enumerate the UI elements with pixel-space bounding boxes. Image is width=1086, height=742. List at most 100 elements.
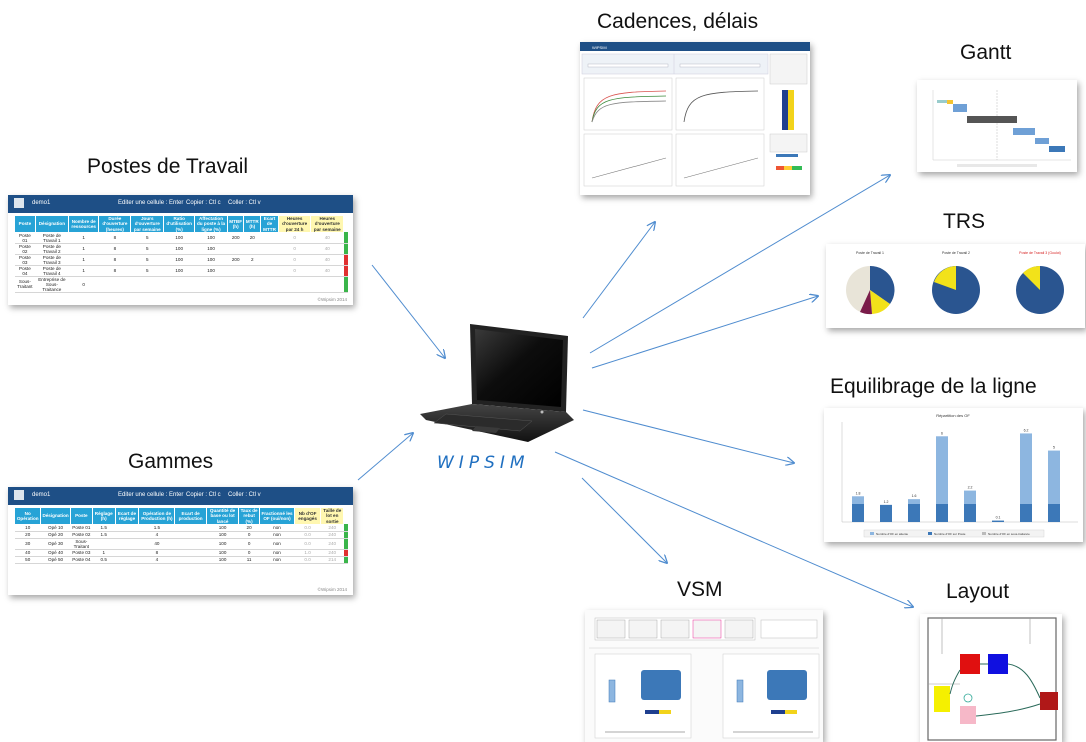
table-cell[interactable]: 0 <box>278 232 311 244</box>
table-cell[interactable]: 2 <box>243 254 261 266</box>
table-cell[interactable] <box>174 556 207 564</box>
table-cell[interactable]: 240 <box>320 531 344 539</box>
table-cell[interactable]: 8 <box>98 243 131 255</box>
table-cell[interactable]: 10 <box>14 524 41 532</box>
table-cell[interactable]: 0.0 <box>294 538 321 550</box>
table-cell[interactable]: 100 <box>206 524 239 532</box>
table-cell[interactable]: 8 <box>98 254 131 266</box>
table-cell[interactable] <box>227 243 244 255</box>
table-cell[interactable]: Poste 04 <box>70 556 93 564</box>
table-cell[interactable]: Poste 04 <box>14 265 36 277</box>
table-cell[interactable]: 11 <box>238 556 260 564</box>
table-cell[interactable]: 100 <box>206 538 239 550</box>
table-cell[interactable]: 8 <box>138 549 175 557</box>
table-cell[interactable]: 0.0 <box>294 556 321 564</box>
table-cell[interactable]: 0 <box>68 276 99 293</box>
table-cell[interactable]: Entreprise de Sous-Traitance <box>35 276 69 293</box>
table-cell[interactable]: 20 <box>243 232 261 244</box>
table-cell[interactable]: 40 <box>310 243 344 255</box>
table-cell[interactable]: 5 <box>130 254 164 266</box>
table-cell[interactable] <box>310 276 344 293</box>
table-cell[interactable]: non <box>259 531 295 539</box>
table-cell[interactable]: 1 <box>68 243 99 255</box>
table-cell[interactable] <box>130 276 164 293</box>
table-cell[interactable]: 20 <box>238 524 260 532</box>
table-cell[interactable]: 20 <box>14 531 41 539</box>
table-cell[interactable]: 240 <box>320 524 344 532</box>
table-cell[interactable] <box>115 549 139 557</box>
table-cell[interactable]: 0 <box>278 254 311 266</box>
table-cell[interactable]: 0 <box>238 549 260 557</box>
table-cell[interactable]: 40 <box>138 538 175 550</box>
table-cell[interactable]: 1 <box>68 254 99 266</box>
table-cell[interactable]: Poste de Travail 1 <box>35 232 69 244</box>
table-cell[interactable] <box>194 276 228 293</box>
table-cell[interactable] <box>174 531 207 539</box>
table-cell[interactable]: 1.5 <box>92 524 115 532</box>
table-cell[interactable] <box>243 243 261 255</box>
table-cell[interactable] <box>98 276 131 293</box>
table-cell[interactable]: 100 <box>163 265 195 277</box>
table-cell[interactable]: 100 <box>163 254 195 266</box>
table-cell[interactable]: non <box>259 524 295 532</box>
table-cell[interactable] <box>115 524 139 532</box>
table-cell[interactable]: 0 <box>238 531 260 539</box>
table-cell[interactable] <box>115 556 139 564</box>
table-cell[interactable]: 100 <box>194 243 228 255</box>
table-cell[interactable] <box>260 265 279 277</box>
table-cell[interactable]: 100 <box>194 265 228 277</box>
table-cell[interactable]: 4 <box>138 556 175 564</box>
table-cell[interactable]: Opé 40 <box>40 549 71 557</box>
table-cell[interactable]: 40 <box>14 549 41 557</box>
table-cell[interactable]: 100 <box>194 254 228 266</box>
table-cell[interactable]: 100 <box>163 243 195 255</box>
table-cell[interactable]: 100 <box>206 556 239 564</box>
table-cell[interactable] <box>243 276 261 293</box>
table-cell[interactable] <box>115 531 139 539</box>
table-cell[interactable]: 0.0 <box>294 531 321 539</box>
table-cell[interactable]: 0 <box>278 243 311 255</box>
table-cell[interactable]: Sous-Traitant <box>70 538 93 550</box>
table-cell[interactable]: 0.0 <box>294 524 321 532</box>
table-cell[interactable] <box>260 276 279 293</box>
table-cell[interactable]: non <box>259 549 295 557</box>
table-cell[interactable]: 200 <box>227 254 244 266</box>
table-cell[interactable] <box>163 276 195 293</box>
table-cell[interactable]: 0 <box>238 538 260 550</box>
table-cell[interactable] <box>260 243 279 255</box>
table-cell[interactable]: 40 <box>310 232 344 244</box>
table-cell[interactable]: 8 <box>98 232 131 244</box>
table-cell[interactable]: 100 <box>206 531 239 539</box>
table-cell[interactable]: Poste 02 <box>70 531 93 539</box>
table-cell[interactable]: non <box>259 556 295 564</box>
table-cell[interactable]: Poste 02 <box>14 243 36 255</box>
table-cell[interactable]: Poste de Travail 4 <box>35 265 69 277</box>
table-cell[interactable]: 240 <box>320 549 344 557</box>
table-cell[interactable]: Opé 30 <box>40 538 71 550</box>
table-cell[interactable]: 1.0 <box>294 549 321 557</box>
table-cell[interactable]: 100 <box>194 232 228 244</box>
table-cell[interactable]: non <box>259 538 295 550</box>
table-cell[interactable]: Poste de Travail 2 <box>35 243 69 255</box>
table-cell[interactable]: 0.5 <box>92 556 115 564</box>
table-cell[interactable] <box>174 524 207 532</box>
table-cell[interactable]: 1.5 <box>138 524 175 532</box>
table-cell[interactable]: 40 <box>310 265 344 277</box>
table-cell[interactable]: Poste 01 <box>70 524 93 532</box>
table-cell[interactable] <box>260 254 279 266</box>
table-cell[interactable]: 1 <box>68 265 99 277</box>
table-cell[interactable]: Poste 01 <box>14 232 36 244</box>
table-cell[interactable]: 40 <box>310 254 344 266</box>
table-cell[interactable]: 1 <box>92 549 115 557</box>
table-cell[interactable]: 200 <box>227 232 244 244</box>
table-cell[interactable] <box>174 538 207 550</box>
